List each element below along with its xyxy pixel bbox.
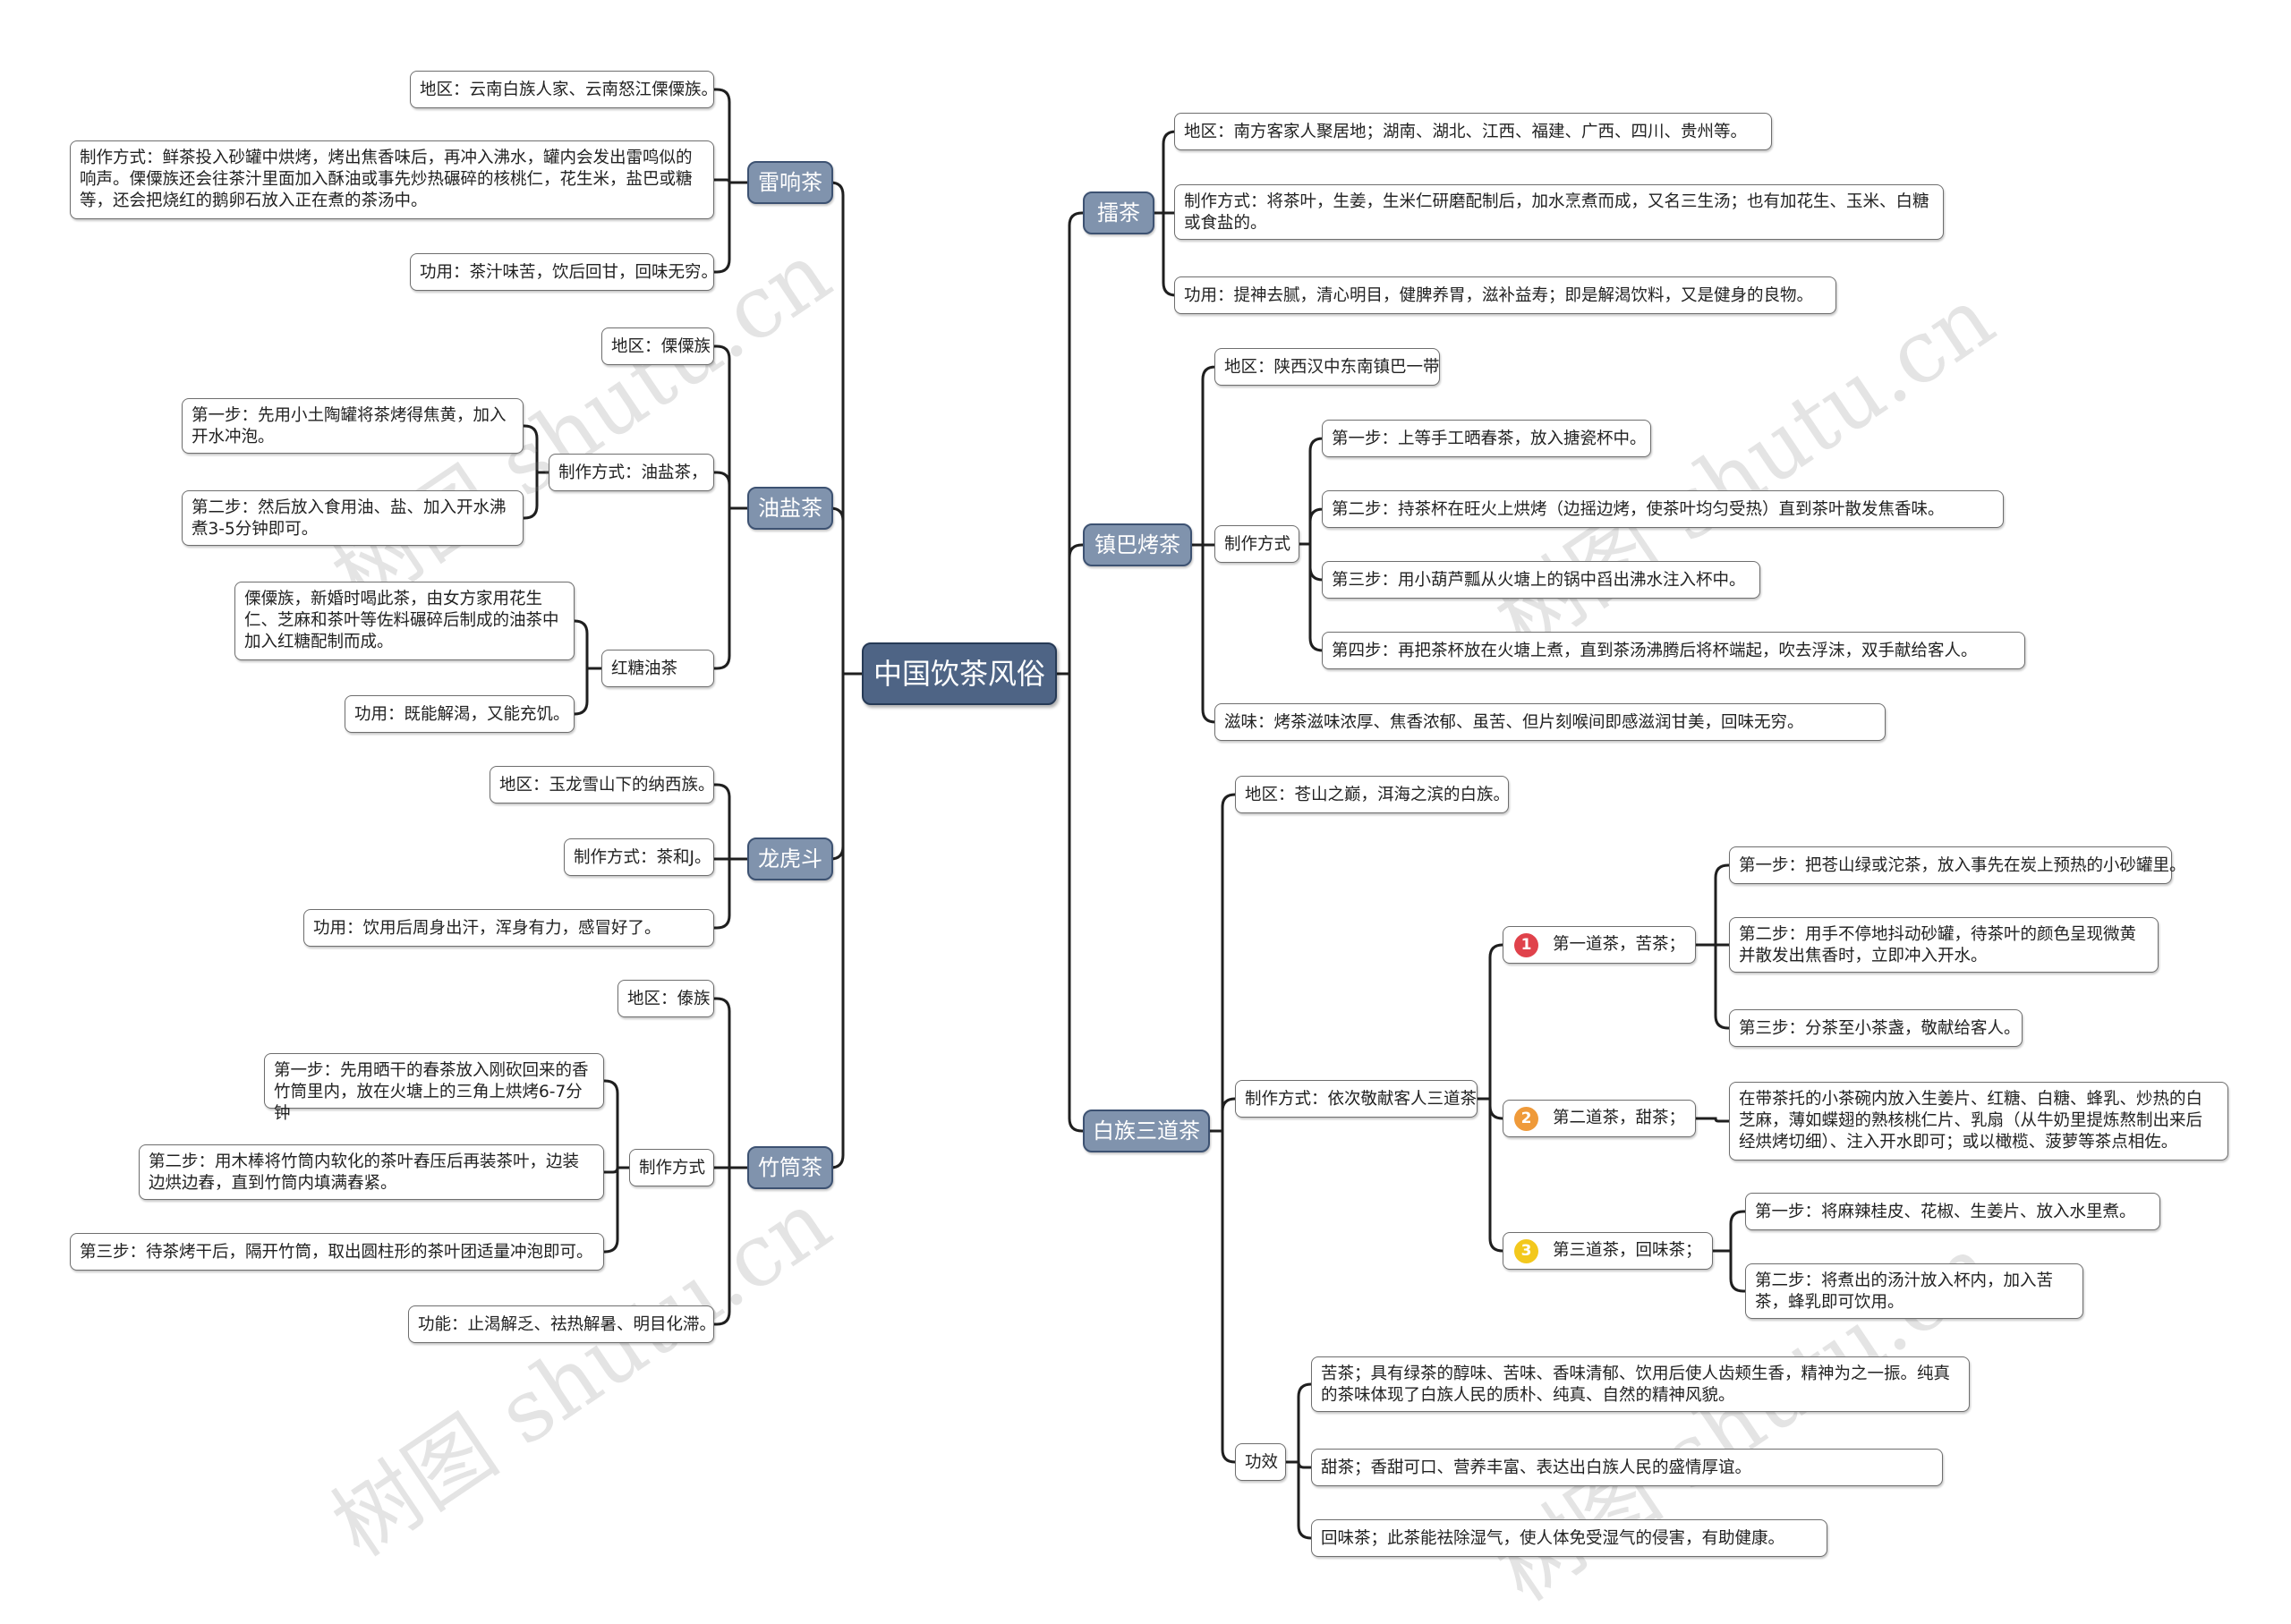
baizu-area[interactable]: 地区：苍山之巅，洱海之滨的白族。: [1235, 776, 1510, 813]
connector-line: [1192, 365, 1216, 547]
first-cup-step-2[interactable]: 第二步：用手不停地抖动砂罐，待茶叶的颜色呈现微黄并散发出焦香时，立即冲入开水。: [1729, 917, 2159, 973]
connector-line: [714, 471, 747, 510]
connector-line: [714, 783, 747, 861]
youyan-method[interactable]: 制作方式：油盐茶，: [549, 454, 714, 491]
connector-line: [1192, 543, 1216, 724]
zhutong-method[interactable]: 制作方式: [629, 1149, 714, 1186]
connector-line: [1713, 1210, 1745, 1253]
baizu-effect-label[interactable]: 功效: [1235, 1443, 1286, 1481]
connector-line: [1696, 863, 1729, 947]
connector-line: [714, 181, 747, 274]
connector-line: [830, 672, 862, 1169]
connector-line: [1299, 542, 1324, 652]
first-cup-step-3[interactable]: 第三步：分茶至小茶盏，敬献给客人。: [1729, 1009, 2023, 1047]
zhenba-taste[interactable]: 滋味：烤茶滋味浓厚、焦香浓郁、虽苦、但片刻喉间即感滋润甘美，回味无穷。: [1214, 703, 1886, 741]
hongtang-description[interactable]: 傈僳族，新婚时喝此茶，由女方家用花生仁、芝麻和茶叶等佐料碾碎后制成的油茶中加入红…: [234, 582, 575, 660]
connector-line: [1057, 672, 1083, 1133]
zhutong-step-2[interactable]: 第二步：用木棒将竹筒内软化的茶叶舂压后再装茶叶，边装边烘边舂，直到竹筒内填满舂紧…: [139, 1144, 604, 1200]
topic-zhutong-tea[interactable]: 竹筒茶: [747, 1146, 833, 1189]
connector-line: [1057, 211, 1083, 676]
connector-line: [1210, 1129, 1236, 1464]
connector-line: [604, 1166, 629, 1254]
baizu-method[interactable]: 制作方式：依次敬献客人三道茶: [1235, 1080, 1478, 1118]
connector-line: [714, 1166, 747, 1326]
connector-line: [1210, 793, 1236, 1133]
connector-line: [830, 506, 862, 676]
zhutong-step-3[interactable]: 第三步：待茶烤干后，隔开竹筒，取出圆柱形的茶叶团适量冲泡即可。: [70, 1233, 604, 1271]
connector-line: [1299, 507, 1324, 546]
connector-line: [1286, 1382, 1312, 1464]
effect-sweet-tea[interactable]: 甜茶；香甜可口、营养丰富、表达出白族人民的盛情厚谊。: [1311, 1449, 1943, 1486]
topic-longhudou[interactable]: 龙虎斗: [747, 838, 833, 880]
youyan-step-1[interactable]: 第一步：先用小土陶罐将茶烤得焦黄，加入开水冲泡。: [182, 398, 524, 454]
connector-line: [1286, 1460, 1312, 1540]
connector-line: [830, 672, 862, 861]
connector-line: [1154, 130, 1177, 215]
connector-line: [574, 667, 601, 716]
connector-line: [1057, 543, 1083, 676]
topic-youyan-tea[interactable]: 油盐茶: [747, 487, 833, 530]
longhu-effect[interactable]: 功用：饮用后周身出汗，浑身有力，感冒好了。: [303, 909, 714, 947]
zhutong-effect[interactable]: 功能：止渴解乏、祛热解暑、明目化滞。: [408, 1305, 716, 1343]
zhenba-step-2[interactable]: 第二步：持茶杯在旺火上烘烤（边摇边烤，使茶叶均匀受热）直到茶叶散发焦香味。: [1322, 490, 2004, 528]
hongtang-youcha[interactable]: 红糖油茶: [601, 650, 714, 687]
leixiang-method[interactable]: 制作方式：鲜茶投入砂罐中烘烤，烤出焦香味后，再冲入沸水，罐内会发出雷鸣似的响声。…: [70, 140, 714, 219]
connector-line: [524, 424, 549, 474]
connector-line: [714, 344, 747, 510]
zhenba-area[interactable]: 地区：陕西汉中东南镇巴一带: [1214, 348, 1440, 386]
connector-line: [574, 619, 601, 670]
second-cup-description[interactable]: 在带茶托的小茶碗内放入生姜片、红糖、白糖、蜂乳、炒热的白芝麻，薄如蝶翅的熟核桃仁…: [1729, 1082, 2228, 1161]
zhenba-step-1[interactable]: 第一步：上等手工晒春茶，放入搪瓷杯中。: [1322, 420, 1651, 457]
connector-line: [714, 88, 747, 184]
connector-line: [604, 1079, 629, 1169]
leicha-area[interactable]: 地区：南方客家人聚居地；湖南、湖北、江西、福建、广西、四川、贵州等。: [1174, 113, 1772, 150]
leicha-method[interactable]: 制作方式：将茶叶，生姜，生米仁研磨配制后，加水烹煮而成，又名三生汤；也有加花生、…: [1174, 184, 1944, 240]
connector-line: [830, 181, 862, 676]
connector-line: [1154, 211, 1177, 297]
connector-line: [1696, 943, 1729, 1030]
connector-line: [1478, 943, 1503, 1101]
number-2-icon: 2: [1514, 1106, 1538, 1131]
topic-leixiang-tea[interactable]: 雷响茶: [747, 161, 833, 204]
youyan-effect[interactable]: 功用：既能解渴，又能充饥。: [345, 695, 575, 733]
number-1-icon: 1: [1514, 932, 1538, 957]
zhenba-step-4[interactable]: 第四步：再把茶杯放在火塘上煮，直到茶汤沸腾后将杯端起，吹去浮沫，双手献给客人。: [1322, 632, 2025, 669]
leixiang-area[interactable]: 地区：云南白族人家、云南怒江傈僳族。: [410, 71, 718, 108]
third-cup-step-1[interactable]: 第一步：将麻辣桂皮、花椒、生姜片、放入水里煮。: [1745, 1193, 2160, 1230]
connector-line: [1696, 1117, 1729, 1123]
topic-baizu-sandaocha[interactable]: 白族三道茶: [1083, 1110, 1210, 1152]
connector-line: [714, 997, 747, 1169]
effect-bitter-tea[interactable]: 苦茶；具有绿茶的醇味、苦味、香味清郁、饮用后使人齿颊生香，精神为之一振。纯真的茶…: [1311, 1356, 1970, 1412]
zhutong-area[interactable]: 地区：傣族: [617, 980, 714, 1017]
longhu-area[interactable]: 地区：玉龙雪山下的纳西族。: [490, 766, 715, 803]
connector-line: [714, 857, 747, 930]
connector-line: [1713, 1249, 1745, 1293]
leicha-effect[interactable]: 功用：提神去腻，清心明目，健脾养胃，滋补益寿；即是解渴饮料，又是健身的良物。: [1174, 276, 1836, 314]
leixiang-effect[interactable]: 功用：茶汁味苦，饮后回甘，回味无穷。: [410, 253, 718, 291]
third-cup-step-2[interactable]: 第二步：将煮出的汤汁放入杯内，加入苦茶，蜂乳即可饮用。: [1745, 1263, 2083, 1319]
connector-line: [714, 506, 747, 670]
youyan-area[interactable]: 地区：傈僳族: [601, 327, 714, 365]
zhenba-method[interactable]: 制作方式: [1214, 525, 1299, 563]
first-cup-step-1[interactable]: 第一步：把苍山绿或沱茶，放入事先在炭上预热的小砂罐里。: [1729, 846, 2186, 884]
topic-leicha[interactable]: 擂茶: [1083, 191, 1154, 234]
connector-line: [1478, 1097, 1503, 1253]
topic-zhenba-kaocha[interactable]: 镇巴烤茶: [1083, 523, 1192, 566]
root-topic[interactable]: 中国饮茶风俗: [862, 642, 1057, 705]
effect-aftertaste-tea[interactable]: 回味茶；此茶能祛除湿气，使人体免受湿气的侵害，有助健康。: [1311, 1519, 1827, 1557]
youyan-step-2[interactable]: 第二步：然后放入食用油、盐、加入开水沸煮3-5分钟即可。: [182, 490, 524, 546]
connector-line: [1210, 1097, 1236, 1133]
zhutong-step-1[interactable]: 第一步：先用晒干的春茶放入刚砍回来的香竹筒里内，放在火塘上的三角上烘烤6-7分钟: [264, 1053, 604, 1123]
zhenba-step-3[interactable]: 第三步：用小葫芦瓢从火塘上的锅中舀出沸水注入杯中。: [1322, 561, 1760, 599]
number-3-icon: 3: [1514, 1238, 1538, 1263]
longhu-method[interactable]: 制作方式：茶和J。: [564, 838, 714, 876]
connector-line: [524, 471, 549, 520]
